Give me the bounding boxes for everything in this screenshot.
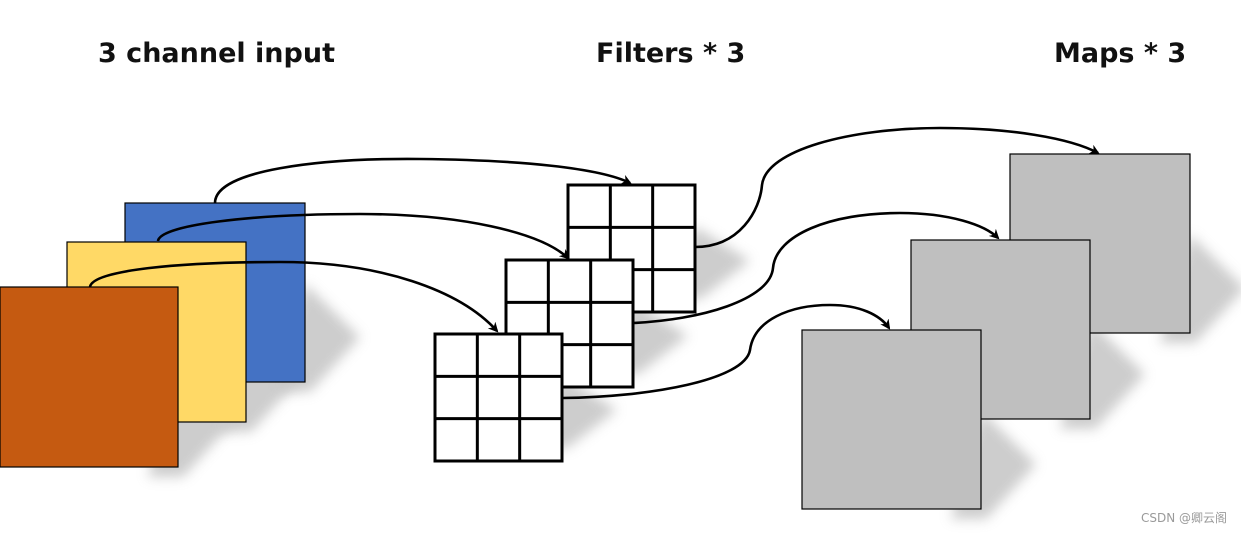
connection-arrow-5 [632, 211, 1000, 325]
orange-channel [0, 286, 179, 468]
maps-title: Maps * 3 [1054, 38, 1187, 69]
filter-3 [433, 332, 564, 463]
filter-frame [433, 332, 564, 463]
connection-arrow-2 [156, 212, 570, 260]
connection-arrow-4 [694, 126, 1100, 249]
connection-arrow-3 [88, 260, 499, 333]
connection-arrow-1 [213, 157, 632, 204]
map-3 [801, 329, 982, 510]
connections-layer [88, 126, 1100, 400]
input-title: 3 channel input [98, 38, 335, 69]
shapes-layer [0, 153, 1191, 510]
filters-title: Filters * 3 [596, 38, 746, 69]
connection-arrow-6 [561, 303, 891, 400]
watermark: CSDN @卿云阁 [1140, 511, 1227, 525]
